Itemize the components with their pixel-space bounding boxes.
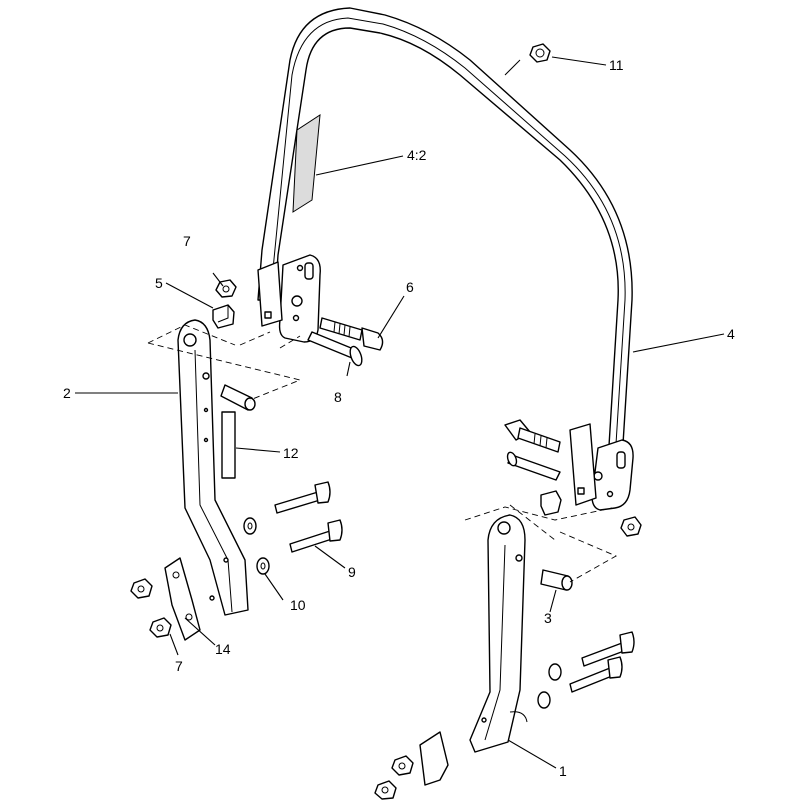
- nut-7-bottom: [149, 617, 172, 638]
- callout-4-2: 4:2: [407, 147, 427, 163]
- nut-7-top: [215, 279, 237, 298]
- roll-bar-hoop: [257, 7, 633, 463]
- bolt-9-lower: [289, 519, 343, 553]
- bolt-9-upper: [274, 481, 331, 514]
- decal-12: [221, 411, 236, 479]
- callout-3: 3: [544, 610, 552, 626]
- callout-4: 4: [727, 326, 735, 342]
- washer-10-lower: [256, 557, 270, 575]
- decal-4-2: [292, 114, 321, 213]
- roll-bar-right-plate: [569, 423, 634, 511]
- clip-5: [212, 304, 235, 329]
- plate-right-bottom: [419, 731, 449, 786]
- nut-right: [620, 516, 642, 537]
- bolt-right-upper: [504, 419, 561, 453]
- callout-12: 12: [283, 445, 299, 461]
- nut-right-bottom-2: [374, 780, 397, 800]
- callout-2: 2: [63, 385, 71, 401]
- left-spacer: [220, 384, 256, 411]
- left-upright-bracket: [177, 319, 249, 616]
- washer-10-upper: [243, 517, 257, 535]
- washer-right-1: [548, 663, 562, 681]
- callout-11: 11: [609, 57, 624, 73]
- nut-right-bottom-1: [391, 755, 414, 776]
- pin-8: [307, 331, 363, 367]
- callout-labels: 11 4:2 7 5 6 8 2 4 12 9 10 3 14 7 1: [63, 57, 735, 779]
- washer-right-2: [537, 691, 551, 709]
- callout-10: 10: [290, 597, 306, 613]
- callout-9: 9: [348, 564, 356, 580]
- plate-14: [164, 557, 201, 641]
- right-upright-bracket: [469, 514, 528, 753]
- callout-1: 1: [559, 763, 567, 779]
- leader-lines: [75, 56, 725, 769]
- callout-5: 5: [155, 275, 163, 291]
- callout-7-top: 7: [183, 233, 191, 249]
- callout-8: 8: [334, 389, 342, 405]
- nut-left-upper: [130, 578, 153, 599]
- bolt-right-lower-2: [569, 656, 623, 693]
- pin-right: [506, 451, 561, 481]
- assembly-dashed-lines: [147, 324, 618, 583]
- callout-7-bottom: 7: [175, 658, 183, 674]
- bolt-6: [319, 317, 384, 351]
- callout-6: 6: [406, 279, 414, 295]
- callout-14: 14: [215, 641, 231, 657]
- clip-right: [540, 490, 562, 516]
- nut-11: [529, 43, 551, 63]
- right-spacer: [540, 569, 573, 591]
- roll-bar-left-plate: [257, 254, 321, 343]
- bolt-right-lower-1: [581, 631, 635, 667]
